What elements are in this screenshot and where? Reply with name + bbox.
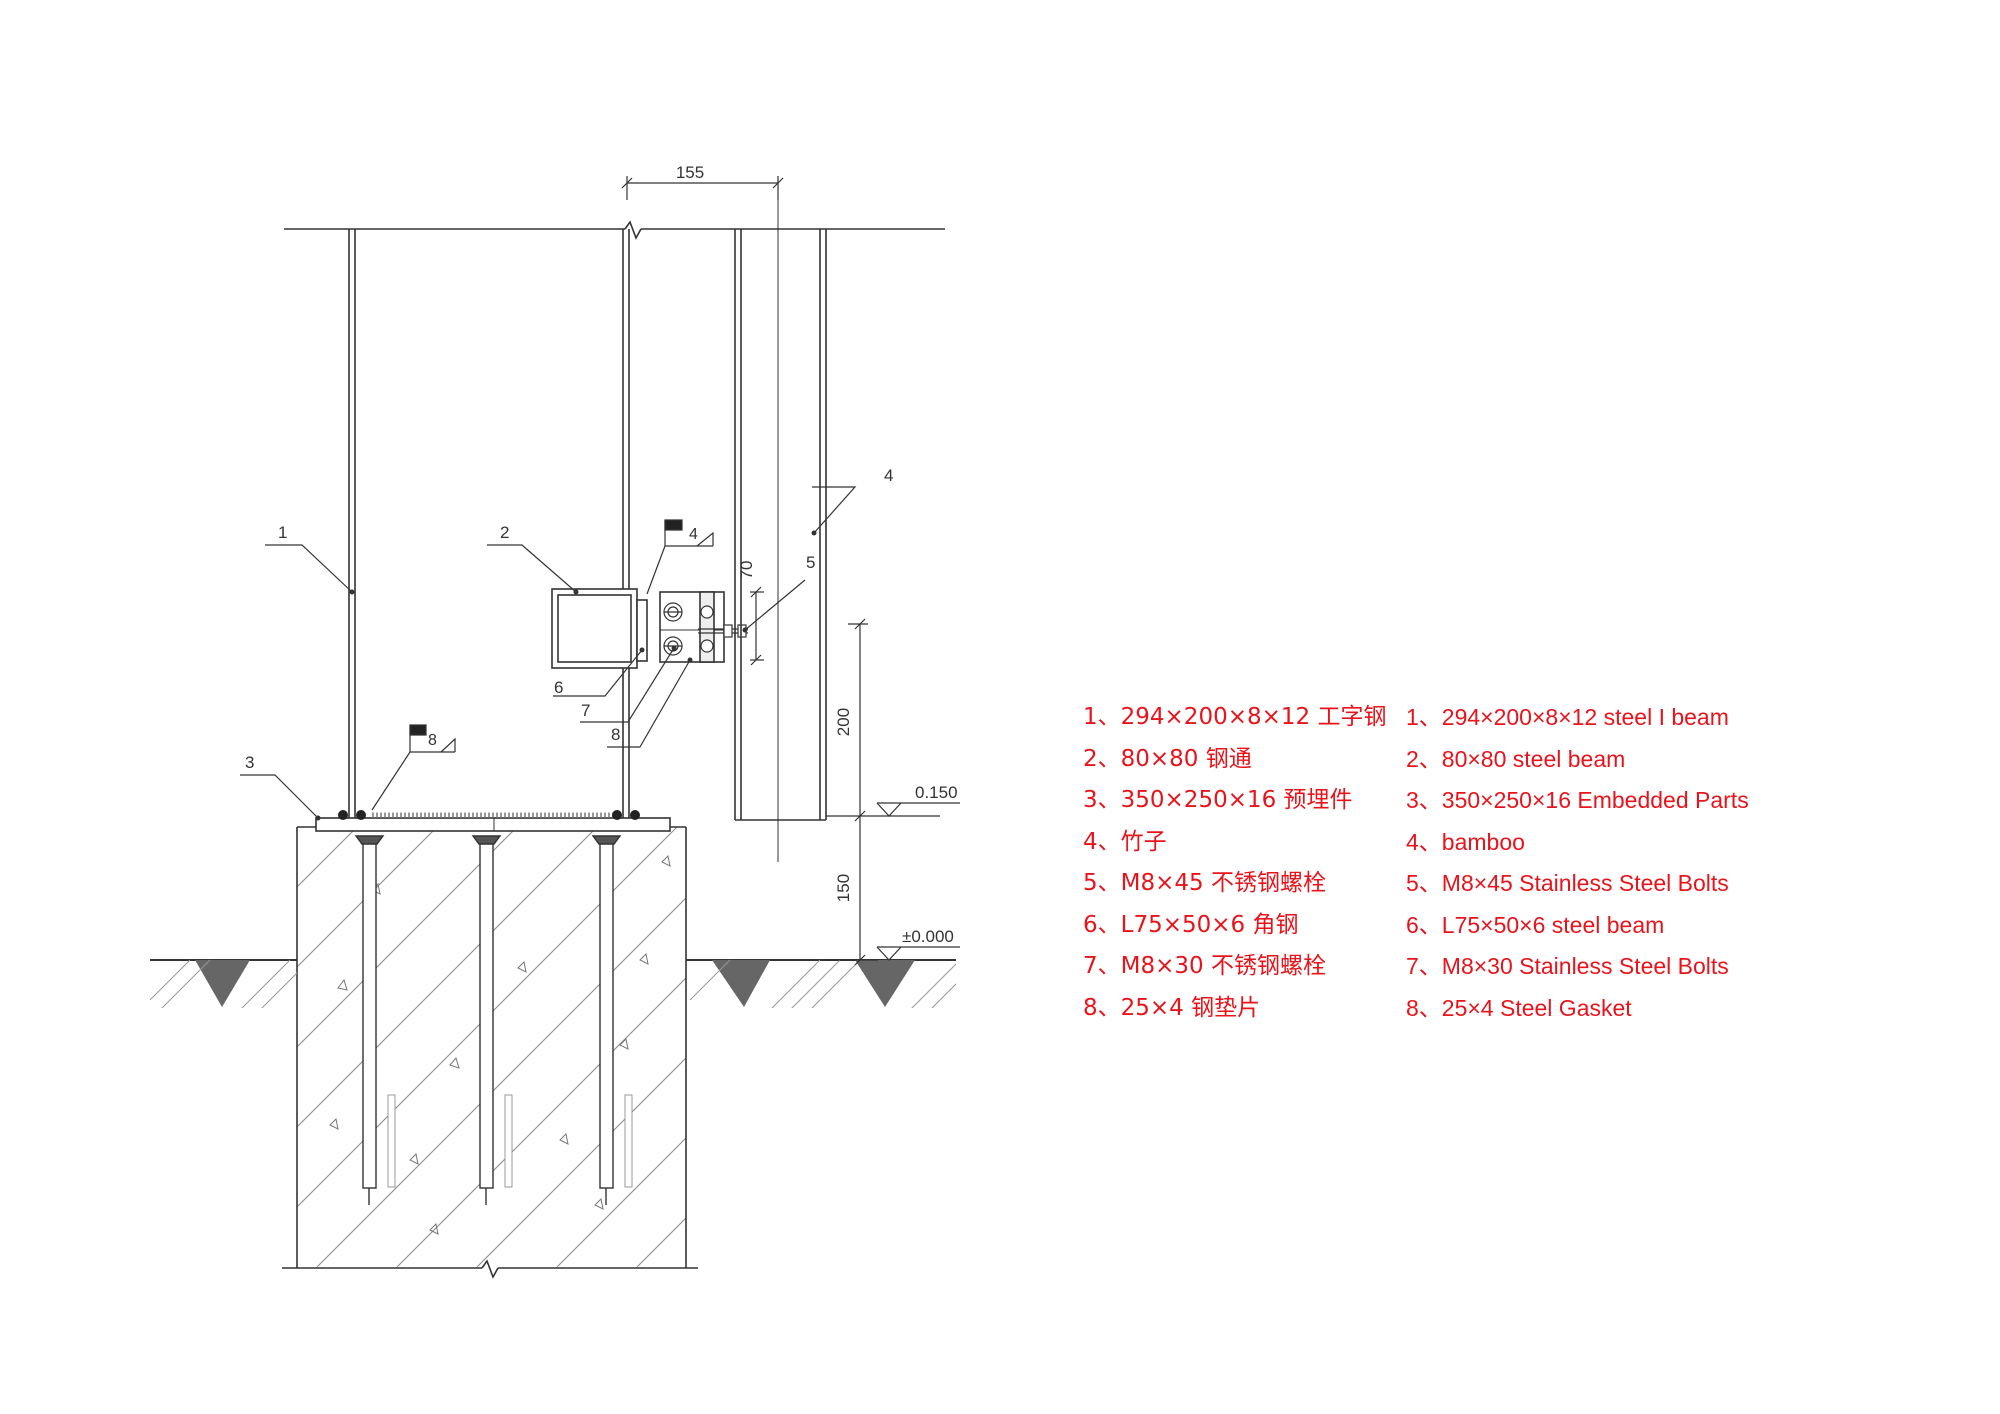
- anchor-bolts: [354, 835, 633, 1205]
- weld-flag-4: [664, 519, 714, 547]
- legend-en-item-7: 7、M8×30 Stainless Steel Bolts: [1406, 953, 1729, 979]
- bottom-break-line: [282, 1259, 698, 1279]
- callout-7: 7: [581, 701, 590, 720]
- aggregate-marks: [329, 854, 671, 1235]
- legend-en-item-6: 6、L75×50×6 steel beam: [1406, 911, 1665, 938]
- weld-marks: [338, 810, 640, 820]
- leader-lines: [240, 486, 857, 819]
- legend-en-item-4: 4、bamboo: [1406, 828, 1525, 855]
- weld-flag-8: [409, 724, 456, 753]
- legend-en-item-3: 3、350×250×16 Embedded Parts: [1406, 787, 1749, 813]
- legend-cn-item-4: 4、竹子: [1083, 828, 1167, 855]
- weld-flag-4-label: 4: [689, 526, 698, 543]
- elevation-symbols: [876, 802, 960, 961]
- legend-en-item-2: 2、80×80 steel beam: [1406, 745, 1626, 772]
- bamboo-pole: [734, 180, 827, 862]
- elevation-top-of-plinth: 0.150: [915, 783, 958, 802]
- dimension-70: 70: [737, 561, 756, 580]
- dimension-155: 155: [676, 163, 704, 182]
- legend-en-item-8: 8、25×4 Steel Gasket: [1406, 994, 1632, 1021]
- leader-dots: [315, 530, 817, 821]
- callout-6: 6: [554, 678, 563, 697]
- elevation-ground: ±0.000: [902, 927, 954, 946]
- weld-flag-8-label: 8: [428, 732, 437, 749]
- concrete-plinth: [282, 826, 698, 1279]
- legend-cn-item-7: 7、M8×30 不锈钢螺栓: [1083, 953, 1326, 979]
- callout-1: 1: [278, 523, 287, 542]
- steel-tube-section: [551, 588, 638, 669]
- legend-cn-item-6: 6、L75×50×6 角钢: [1083, 911, 1299, 938]
- callout-3: 3: [245, 753, 254, 772]
- ground-surface: [150, 959, 956, 1008]
- callout-8: 8: [611, 725, 620, 744]
- callout-4: 4: [884, 466, 893, 485]
- legend-english: 1、294×200×8×12 steel I beam 2、80×80 stee…: [1406, 697, 1749, 1029]
- dimension-150: 150: [834, 874, 853, 902]
- dimension-200: 200: [834, 708, 853, 736]
- vertical-i-beam-right: [622, 229, 630, 818]
- legend-chinese: 1、294×200×8×12 工字钢 2、80×80 钢通 3、350×250×…: [1083, 697, 1386, 1029]
- legend-cn-item-8: 8、25×4 钢垫片: [1083, 994, 1261, 1021]
- legend-en-item-1: 1、294×200×8×12 steel I beam: [1406, 704, 1729, 730]
- legend-cn-item-3: 3、350×250×16 预埋件: [1083, 787, 1353, 813]
- callout-2: 2: [500, 523, 509, 542]
- vertical-i-beam-left: [348, 229, 356, 818]
- legend-cn-item-5: 5、M8×45 不锈钢螺栓: [1083, 870, 1326, 896]
- top-boundary-line: [284, 220, 945, 240]
- concrete-hatching: [297, 827, 686, 1268]
- embedded-plate: [315, 812, 671, 832]
- legend-cn-item-2: 2、80×80 钢通: [1083, 745, 1252, 772]
- callout-5: 5: [806, 553, 815, 572]
- bolt-heads: [663, 602, 714, 656]
- legend-cn-item-1: 1、294×200×8×12 工字钢: [1083, 704, 1387, 730]
- dimension-lines: [621, 176, 940, 966]
- legend-en-item-5: 5、M8×45 Stainless Steel Bolts: [1406, 870, 1729, 896]
